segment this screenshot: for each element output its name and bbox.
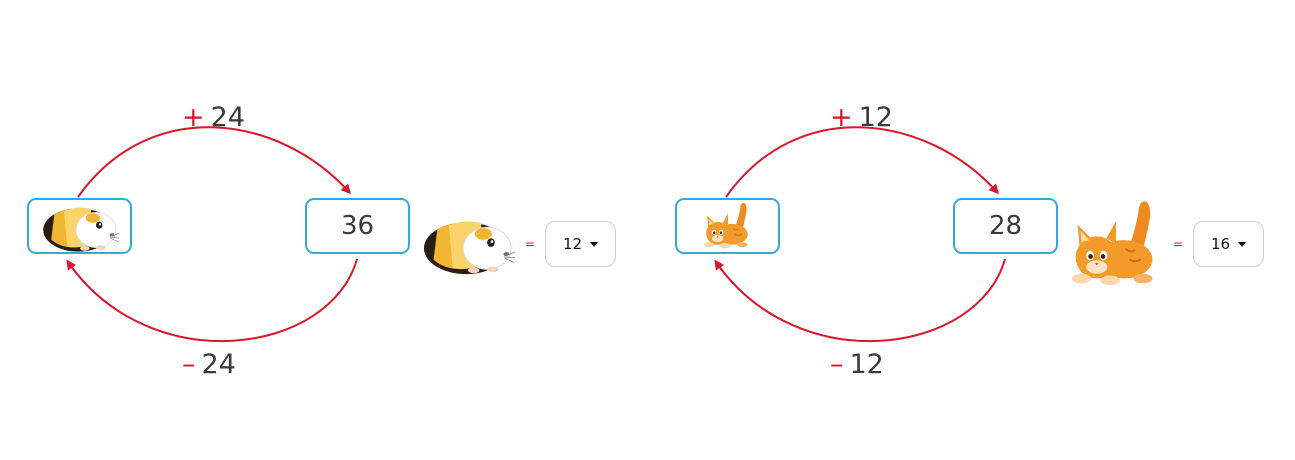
equals-sign: = (525, 237, 536, 251)
equals-sign: = (1173, 237, 1184, 251)
guinea-pig-icon (420, 210, 516, 277)
operation-value: 12 (858, 102, 893, 133)
plus-sign: + (830, 102, 853, 133)
number-cycle-puzzle: +12 –12 28 = 16 (648, 0, 1288, 460)
answer-dropdown[interactable]: 12 (545, 221, 616, 267)
backward-arrow (66, 258, 358, 343)
start-box (27, 198, 132, 254)
caret-down-icon (1238, 241, 1247, 247)
top-operation-label: +24 (182, 103, 245, 133)
backward-arrow (714, 258, 1006, 343)
minus-sign: – (830, 349, 844, 380)
result-box: 36 (305, 198, 410, 254)
cycle-arrows (714, 126, 1006, 343)
start-box (675, 198, 780, 254)
caret-down-icon (590, 241, 599, 247)
bottom-operation-label: –12 (830, 350, 884, 380)
forward-arrow (77, 126, 352, 198)
cat-icon (1068, 194, 1164, 294)
result-value: 28 (988, 211, 1023, 241)
operation-value: 24 (210, 102, 245, 133)
cycle-arrows (66, 126, 358, 343)
operation-value: 12 (849, 349, 884, 380)
answer-dropdown[interactable]: 16 (1193, 221, 1264, 267)
bottom-operation-label: –24 (182, 350, 236, 380)
result-box: 28 (953, 198, 1058, 254)
cat-icon (702, 199, 754, 253)
dropdown-value: 16 (1210, 235, 1231, 253)
result-value: 36 (340, 211, 375, 241)
number-cycle-puzzle: +24 –24 36 = 12 (0, 0, 640, 460)
minus-sign: – (182, 349, 196, 380)
top-operation-label: +12 (830, 103, 893, 133)
dropdown-value: 12 (562, 235, 583, 253)
plus-sign: + (182, 102, 205, 133)
forward-arrow (725, 126, 1000, 198)
operation-value: 24 (201, 349, 236, 380)
guinea-pig-icon (36, 198, 124, 254)
